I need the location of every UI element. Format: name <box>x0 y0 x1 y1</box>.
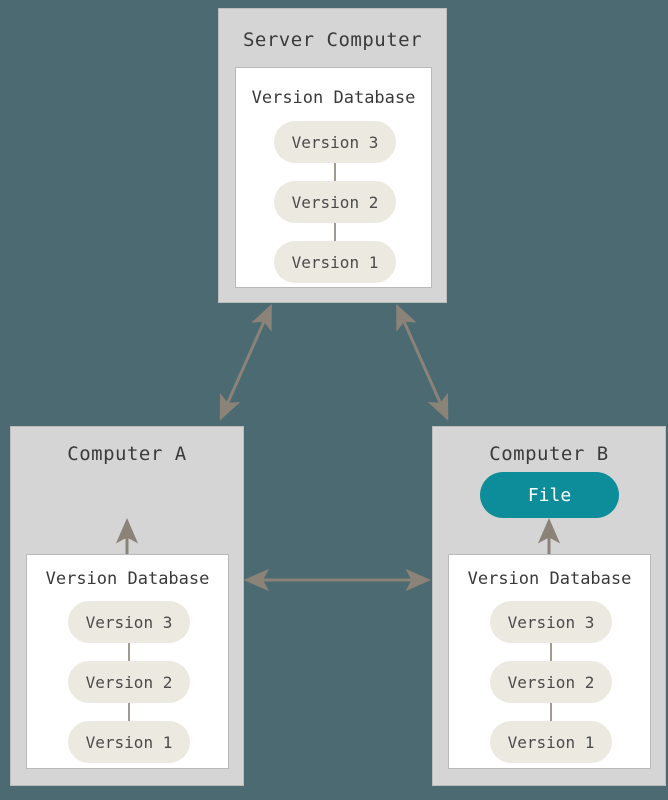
server-version-database-title: Version Database <box>251 88 416 108</box>
computer-b-version-database-panel[interactable]: Version Database Version 3 Version 2 Ver… <box>448 554 651 769</box>
computer-b-box[interactable]: Computer B File Version Database Version… <box>432 426 666 786</box>
computer-b-version-pill-2[interactable]: Version 2 <box>490 661 612 703</box>
computer-a-title: Computer A <box>67 443 187 465</box>
computer-b-version-pill-3[interactable]: Version 3 <box>490 601 612 643</box>
computer-a-version-pill-1-label: Version 1 <box>85 732 173 752</box>
server-computer-title: Server Computer <box>242 29 423 51</box>
arrow-server-to-computer-a <box>219 303 272 421</box>
arrow-server-to-computer-b <box>396 303 449 421</box>
computer-a-version-pill-2-label: Version 2 <box>85 672 173 692</box>
computer-b-file-pill[interactable]: File <box>480 472 619 518</box>
server-version-pill-2-label: Version 2 <box>291 192 379 212</box>
computer-b-version-pill-2-label: Version 2 <box>507 672 595 692</box>
computer-a-version-pill-3[interactable]: Version 3 <box>68 601 190 643</box>
computer-b-version-pill-3-label: Version 3 <box>507 612 595 632</box>
computer-b-version-pill-1[interactable]: Version 1 <box>490 721 612 763</box>
server-version-pill-3-label: Version 3 <box>291 132 379 152</box>
computer-b-version-pill-1-label: Version 1 <box>507 732 595 752</box>
server-computer-box[interactable]: Server Computer Version Database Version… <box>218 8 447 303</box>
server-version-database-panel[interactable]: Version Database Version 3 Version 2 Ver… <box>235 67 432 288</box>
server-version-link-2-1 <box>334 223 336 241</box>
computer-a-version-link-2-1 <box>128 703 130 721</box>
computer-b-version-link-2-1 <box>550 703 552 721</box>
computer-b-version-database-title: Version Database <box>467 569 632 589</box>
server-version-pill-2[interactable]: Version 2 <box>274 181 396 223</box>
computer-b-version-link-3-2 <box>550 643 552 661</box>
computer-a-version-pill-2[interactable]: Version 2 <box>68 661 190 703</box>
computer-a-version-database-panel[interactable]: Version Database Version 3 Version 2 Ver… <box>26 554 229 769</box>
computer-a-version-link-3-2 <box>128 643 130 661</box>
server-version-pill-1-label: Version 1 <box>291 252 379 272</box>
server-version-pill-3[interactable]: Version 3 <box>274 121 396 163</box>
server-version-pill-1[interactable]: Version 1 <box>274 241 396 283</box>
computer-a-version-database-title: Version Database <box>45 569 210 589</box>
computer-a-box[interactable]: Computer A File Version Database Version… <box>10 426 244 786</box>
computer-a-version-pill-1[interactable]: Version 1 <box>68 721 190 763</box>
computer-b-file-label: File <box>527 484 572 506</box>
server-version-link-3-2 <box>334 163 336 181</box>
computer-a-version-pill-3-label: Version 3 <box>85 612 173 632</box>
computer-b-title: Computer B <box>489 443 609 465</box>
